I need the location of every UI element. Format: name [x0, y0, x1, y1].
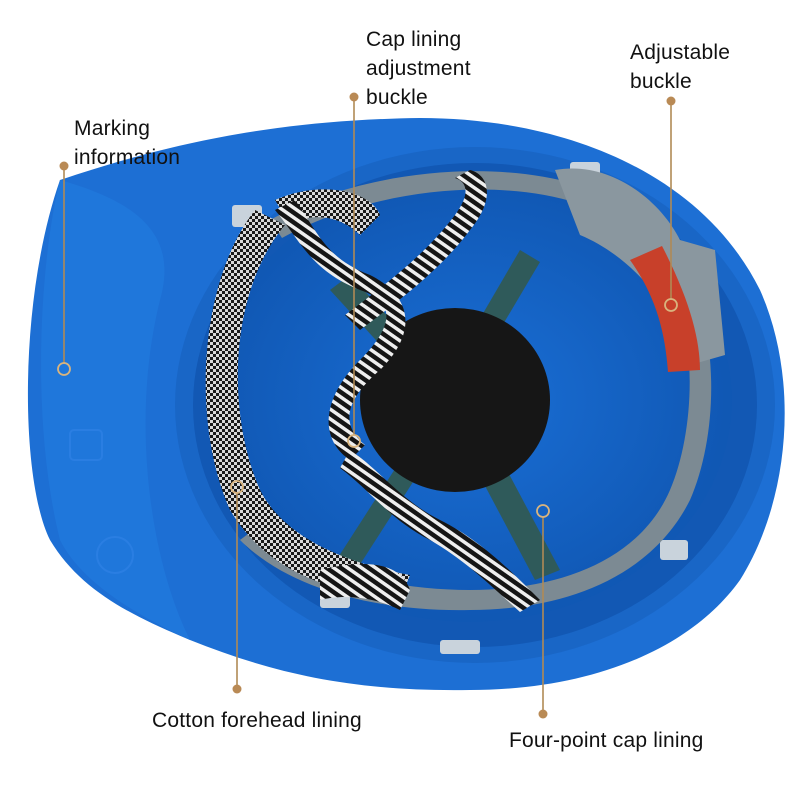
crown-pad	[360, 308, 550, 492]
label-cotton-forehead-lining: Cotton forehead lining	[152, 709, 362, 732]
forehead-lining	[205, 210, 410, 600]
callout-lines	[63, 97, 672, 714]
label-four-point-cap-lining: Four-point cap lining	[509, 729, 704, 752]
label-adjustable-buckle: Adjustable buckle	[630, 41, 731, 93]
callout-target-rings	[57, 298, 678, 518]
callout-dots	[59, 92, 676, 719]
label-marking-information: Marking information	[74, 117, 181, 169]
webbing-straps	[275, 170, 540, 612]
label-cap-lining-adjustment-buckle: Cap lining adjustment buckle	[366, 28, 471, 109]
adjuster-red	[630, 246, 700, 372]
